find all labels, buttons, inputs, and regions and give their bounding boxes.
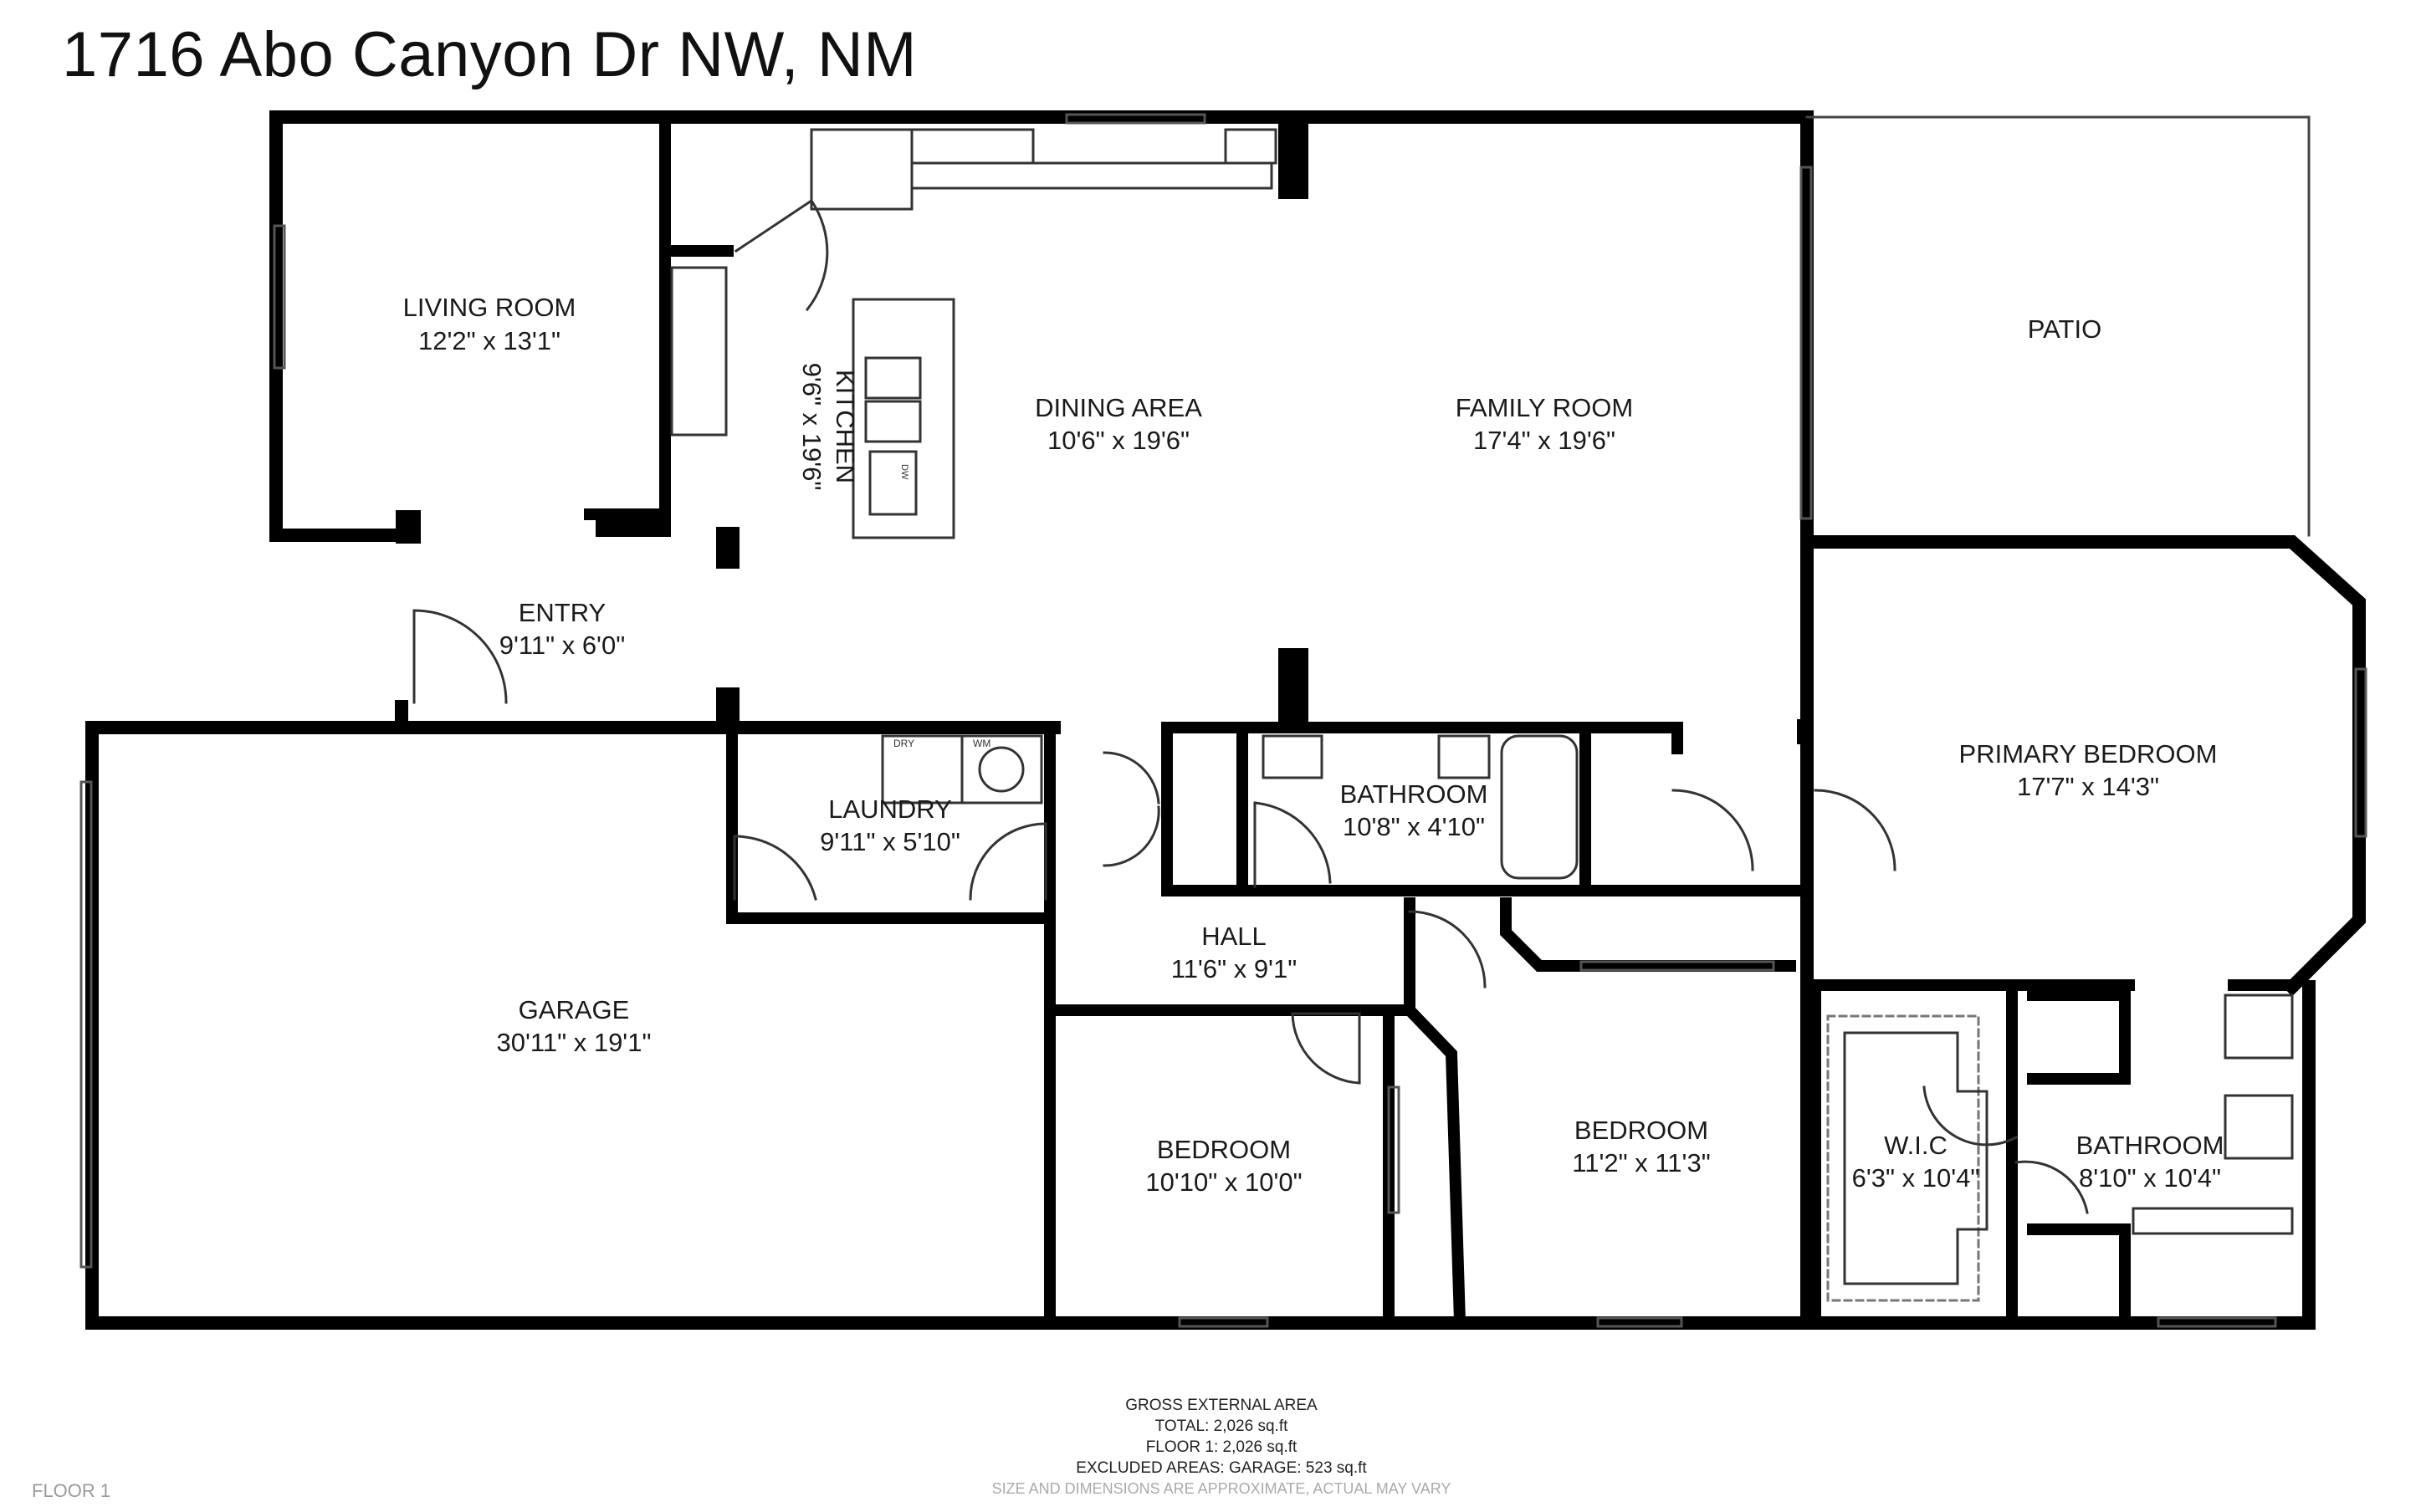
area-summary: GROSS EXTERNAL AREA TOTAL: 2,026 sq.ft F…: [920, 1395, 1523, 1499]
patio-outline: [1805, 115, 2311, 537]
garage-dimensions: 30'11" x 19'1": [497, 1028, 652, 1057]
room-labels: LIVING ROOM 12'2" x 13'1" KITCHEN 9'6" x…: [403, 293, 2224, 1197]
laundry-fixtures: [881, 734, 1043, 805]
floor-label: FLOOR 1: [32, 1480, 111, 1501]
bedroom-2-dimensions: 11'2" x 11'3": [1572, 1148, 1710, 1177]
bathroom-fixtures: [1262, 734, 2294, 1235]
patio-label: PATIO: [2028, 314, 2101, 344]
wall-pillars: [396, 124, 1809, 744]
primary-bathroom-label: BATHROOM: [2076, 1131, 2224, 1160]
bedroom-2-label: BEDROOM: [1574, 1116, 1708, 1145]
living-room-dimensions: 12'2" x 13'1": [418, 326, 560, 355]
area-floor1: FLOOR 1: 2,026 sq.ft: [1145, 1438, 1298, 1456]
area-excluded: EXCLUDED AREAS: GARAGE: 523 sq.ft: [1076, 1459, 1367, 1477]
dining-area-dimensions: 10'6" x 19'6": [1047, 426, 1190, 455]
doors: [412, 198, 2089, 1214]
hall-label: HALL: [1201, 922, 1267, 951]
family-room-dimensions: 17'4" x 19'6": [1473, 426, 1615, 455]
kitchen-dimensions: 9'6" x 19'6": [797, 363, 827, 491]
dryer-label: DRY: [893, 738, 914, 749]
primary-bedroom-dimensions: 17'7" x 14'3": [2017, 772, 2159, 801]
bathroom-dimensions: 10'8" x 4'10": [1343, 812, 1485, 841]
kitchen-fixtures: [670, 128, 1277, 539]
laundry-label: LAUNDRY: [828, 794, 952, 824]
windows: [79, 113, 2367, 1328]
wic-dimensions: 6'3" x 10'4": [1852, 1163, 1980, 1193]
living-room-label: LIVING ROOM: [403, 293, 576, 322]
primary-bathroom-dimensions: 8'10" x 10'4": [2079, 1163, 2221, 1193]
wic-label: W.I.C: [1884, 1131, 1948, 1160]
kitchen-label: KITCHEN: [831, 370, 860, 483]
hall-dimensions: 11'6" x 9'1": [1171, 954, 1297, 983]
garage-label: GARAGE: [519, 995, 630, 1024]
entry-label: ENTRY: [519, 598, 607, 627]
bedroom-label: BEDROOM: [1157, 1135, 1291, 1164]
dining-area-label: DINING AREA: [1035, 393, 1202, 422]
family-room-label: FAMILY ROOM: [1456, 393, 1633, 422]
area-disclaimer: SIZE AND DIMENSIONS ARE APPROXIMATE, ACT…: [991, 1480, 1451, 1497]
entry-dimensions: 9'11" x 6'0": [499, 631, 625, 660]
bedroom-dimensions: 10'10" x 10'0": [1145, 1167, 1302, 1197]
laundry-dimensions: 9'11" x 5'10": [820, 827, 960, 856]
primary-bedroom-label: PRIMARY BEDROOM: [1959, 739, 2218, 769]
area-total: TOTAL: 2,026 sq.ft: [1154, 1418, 1288, 1435]
closet-shelving: [1826, 1014, 1980, 1302]
bathroom-label: BATHROOM: [1340, 779, 1488, 809]
property-address-title: 1716 Abo Canyon Dr NW, NM: [62, 19, 918, 90]
area-heading: GROSS EXTERNAL AREA: [1125, 1397, 1318, 1414]
washer-label: WM: [973, 738, 990, 749]
interior-walls: [584, 120, 2298, 1328]
dishwasher-label: DW: [899, 464, 909, 480]
